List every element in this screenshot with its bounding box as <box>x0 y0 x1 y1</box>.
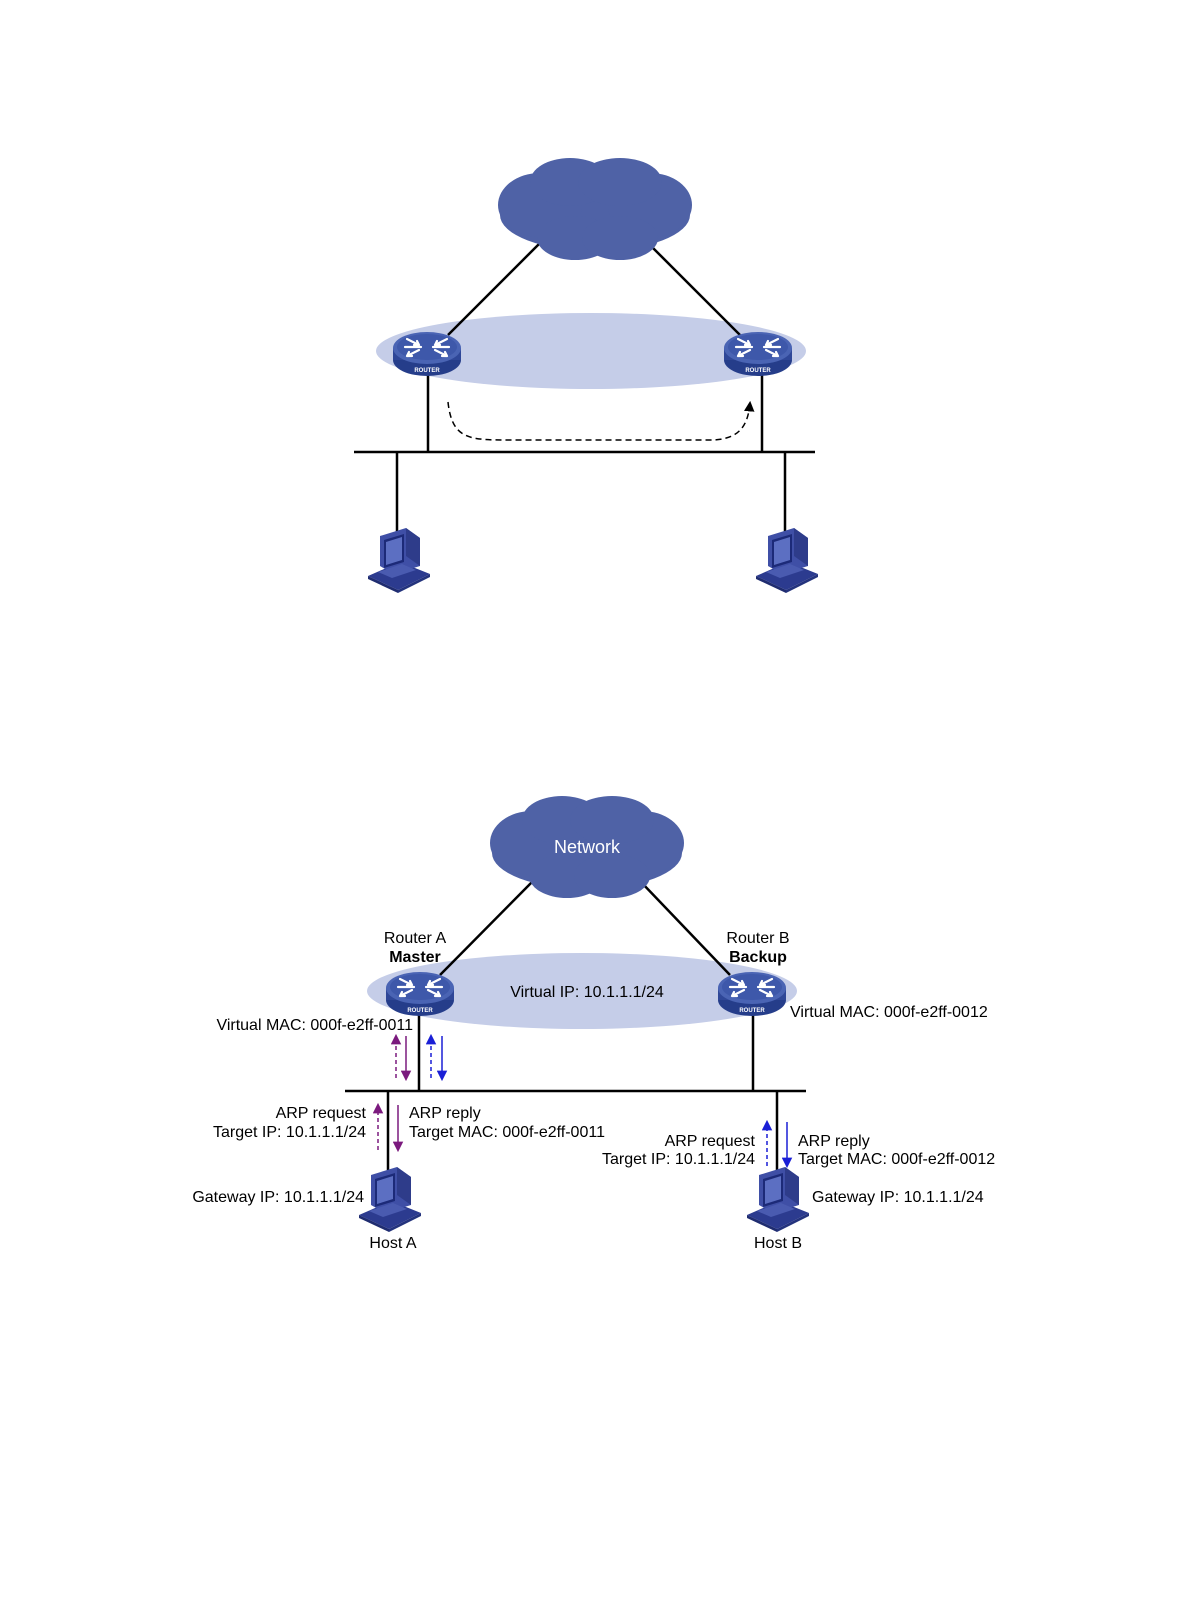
router-b-icon: ROUTER <box>716 970 788 1018</box>
switchover-arrow <box>447 400 755 441</box>
host-computer-icon <box>756 528 818 593</box>
virtual-ip-label: Virtual IP: 10.1.1.1/24 <box>510 984 664 1001</box>
router-b-virtual-mac: Virtual MAC: 000f-e2ff-0012 <box>790 1004 988 1021</box>
router-icon: ROUTER <box>722 330 794 378</box>
host-a-computer-icon <box>359 1167 421 1232</box>
router-a-role: Master <box>389 949 441 966</box>
router-b-role: Backup <box>729 949 787 966</box>
host-b-request-target: Target IP: 10.1.1.1/24 <box>602 1151 755 1168</box>
host-b-name: Host B <box>754 1235 802 1252</box>
virtual-router-group <box>376 313 806 389</box>
router-tag: ROUTER <box>407 1008 433 1014</box>
router-b-name: Router B <box>726 930 789 947</box>
network-cloud-icon <box>498 158 692 260</box>
uplink-right <box>649 244 741 336</box>
host-b-arp-request: ARP request <box>665 1133 756 1150</box>
host-b-reply-target: Target MAC: 000f-e2ff-0012 <box>798 1151 995 1168</box>
diagram-2: Network ROUTER ROUTER Router A Master Ro… <box>192 796 995 1252</box>
host-b-computer-icon <box>747 1167 809 1232</box>
router-icon: ROUTER <box>391 330 463 378</box>
router-tag: ROUTER <box>745 368 771 374</box>
diagram-1: ROUTER ROUTER <box>354 158 818 593</box>
host-a-request-target: Target IP: 10.1.1.1/24 <box>213 1124 366 1141</box>
host-a-arp-reply: ARP reply <box>409 1105 481 1122</box>
cloud-label: Network <box>554 837 621 857</box>
router-tag: ROUTER <box>739 1008 765 1014</box>
host-b-gateway: Gateway IP: 10.1.1.1/24 <box>812 1189 984 1206</box>
router-a-name: Router A <box>384 930 447 947</box>
host-a-name: Host A <box>369 1235 416 1252</box>
uplink-left <box>439 881 533 976</box>
router-a-virtual-mac: Virtual MAC: 000f-e2ff-0011 <box>216 1017 413 1034</box>
uplink-right <box>640 881 731 976</box>
host-b-arp-reply: ARP reply <box>798 1133 870 1150</box>
host-a-arp-request: ARP request <box>276 1105 367 1122</box>
host-computer-icon <box>368 528 430 593</box>
router-a-icon: ROUTER <box>384 970 456 1018</box>
router-tag: ROUTER <box>414 368 440 374</box>
host-a-gateway: Gateway IP: 10.1.1.1/24 <box>192 1189 364 1206</box>
host-a-reply-target: Target MAC: 000f-e2ff-0011 <box>409 1124 605 1141</box>
uplink-left <box>447 242 541 336</box>
virtual-router-group <box>367 953 797 1029</box>
